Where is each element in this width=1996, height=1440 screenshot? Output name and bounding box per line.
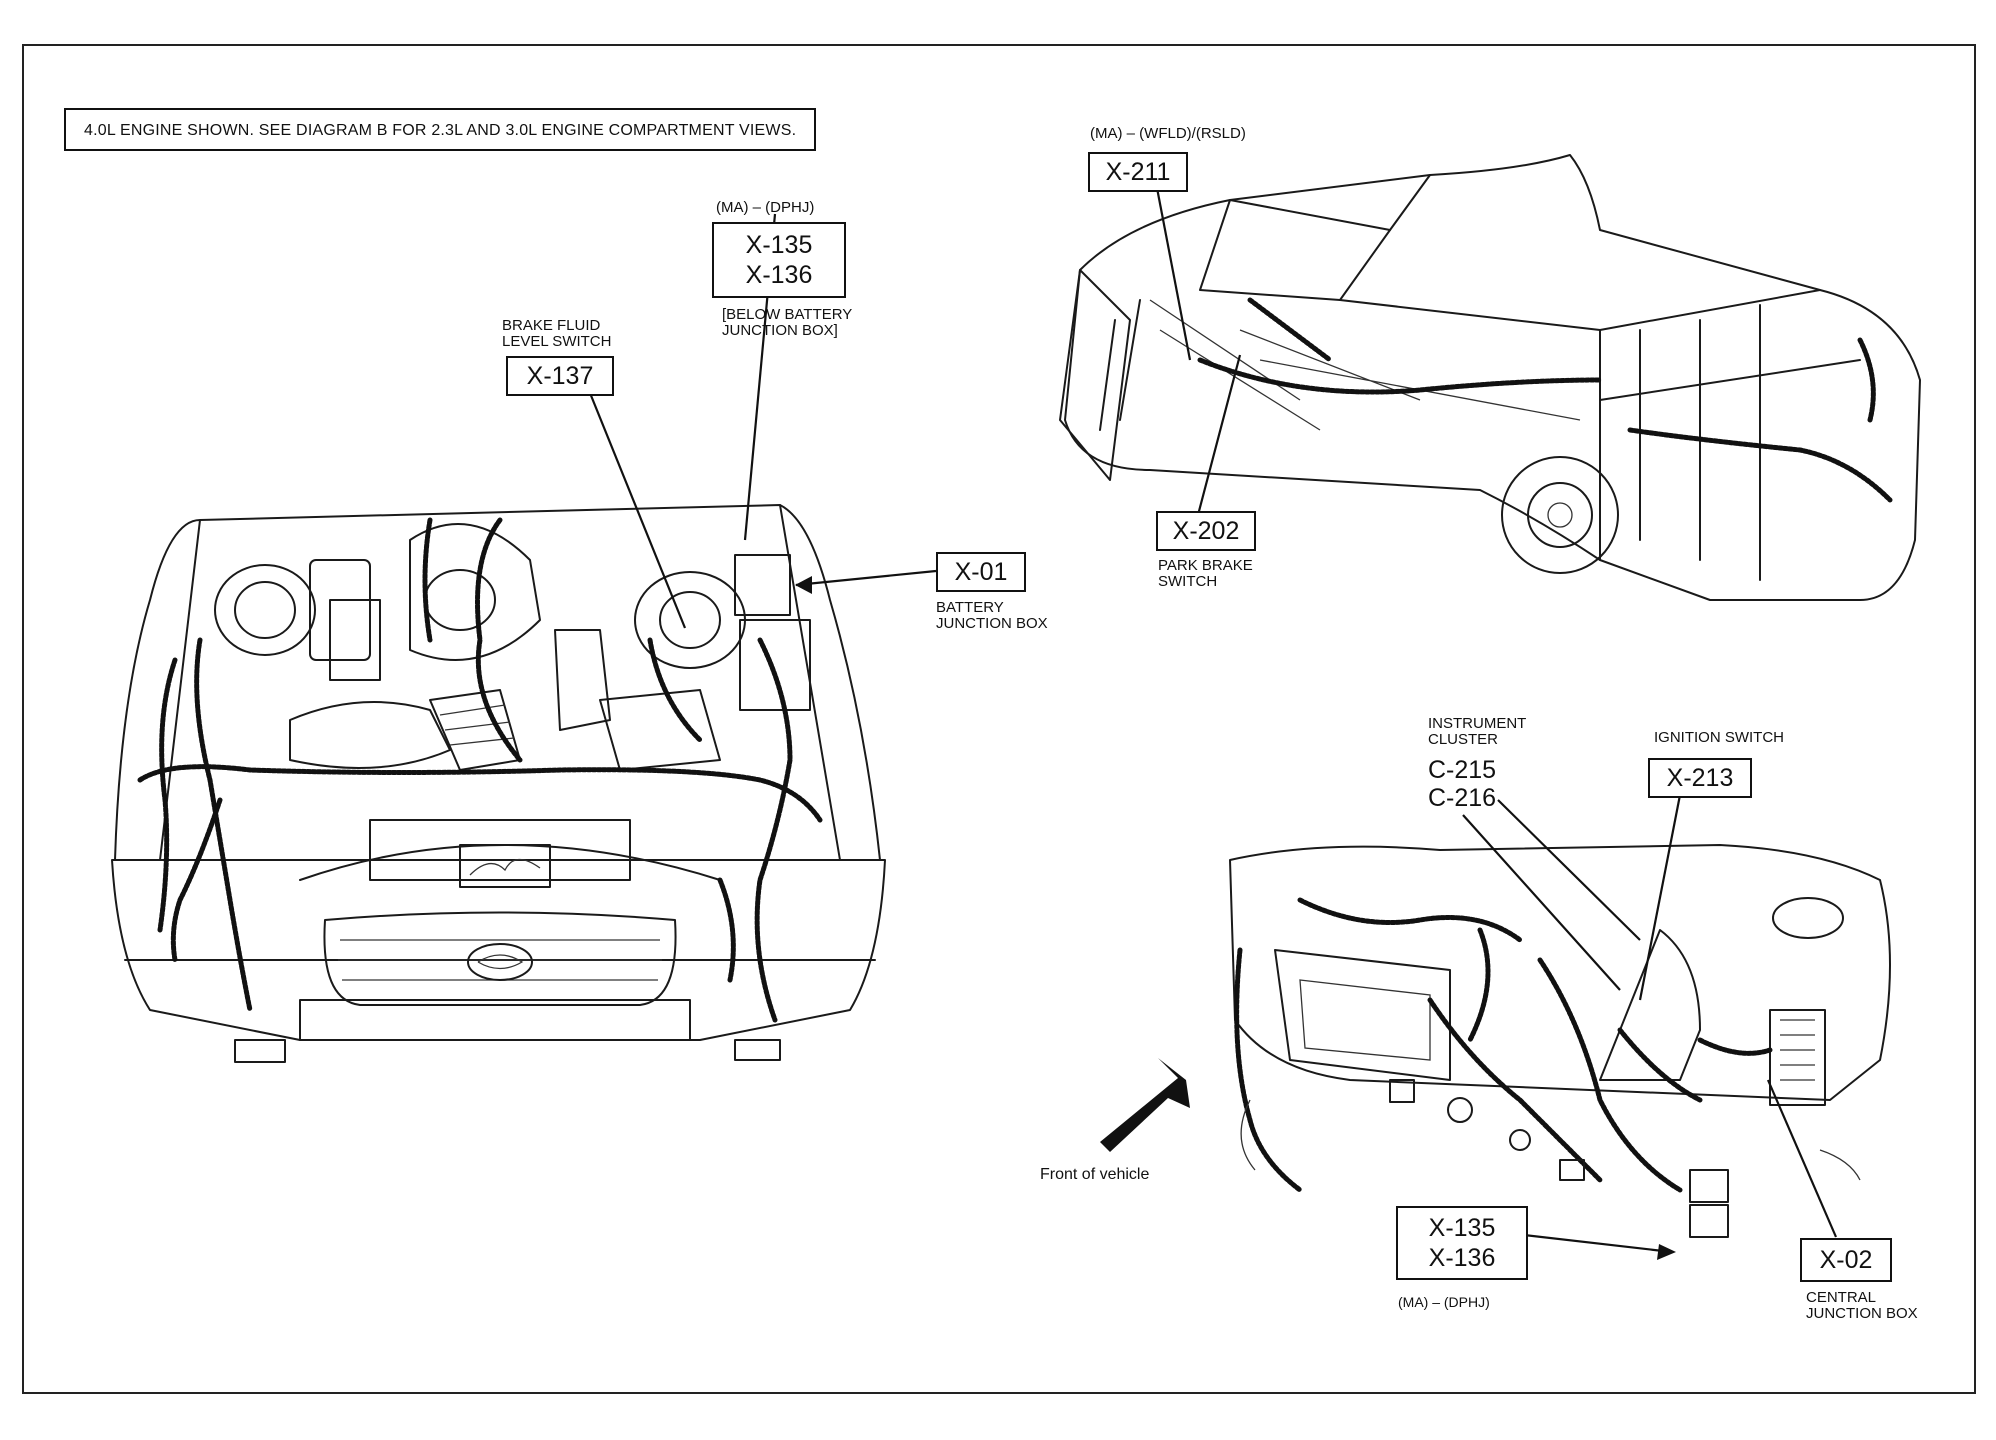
engine-note: 4.0L ENGINE SHOWN. SEE DIAGRAM B FOR 2.3…: [64, 108, 817, 152]
leader-c215: [1462, 814, 1621, 991]
x213-caption: IGNITION SWITCH: [1654, 729, 1784, 746]
arrowhead-x01: [795, 576, 812, 594]
leader-x202: [1196, 354, 1242, 516]
leader-x213: [1638, 794, 1682, 1001]
callout-x202: X-202: [1156, 511, 1256, 551]
dashboard-drawing: [1229, 844, 1891, 1238]
callout-line-x135: X-135: [745, 231, 813, 259]
leader-x135-dash: [1523, 1233, 1673, 1254]
x02-caption: CENTRAL JUNCTION BOX: [1806, 1289, 1918, 1323]
cluster-connector-c216: C-216: [1428, 784, 1497, 812]
leader-x211: [1155, 187, 1192, 361]
callout-line-x213: X-213: [1666, 764, 1734, 792]
callout-x213: X-213: [1648, 758, 1752, 798]
callout-x137: X-137: [506, 356, 614, 396]
callout-x02: X-02: [1800, 1238, 1892, 1282]
callout-line-x02: X-02: [1819, 1246, 1873, 1274]
callout-x01: X-01: [936, 552, 1026, 592]
callout-line-x01: X-01: [954, 558, 1008, 586]
arrowhead-x135-dash: [1657, 1244, 1676, 1260]
x202-caption: PARK BRAKE SWITCH: [1158, 557, 1253, 591]
callout-x135-x136-dash: X-135 X-136: [1396, 1206, 1528, 1280]
callout-line-x135-dash: X-135: [1428, 1214, 1496, 1242]
truck-drawing: [1059, 154, 1921, 601]
callout-x211: X-211: [1088, 152, 1188, 192]
engine-compartment-drawing: [111, 504, 886, 1063]
callout-line-x202: X-202: [1172, 517, 1240, 545]
x211-qualifier: (MA) – (WFLD)/(RSLD): [1090, 125, 1246, 142]
callout-line-x137: X-137: [526, 362, 594, 390]
leader-x01: [795, 569, 937, 587]
x135-dash-qualifier: (MA) – (DPHJ): [1398, 1294, 1490, 1310]
cluster-connector-c215: C-215: [1428, 756, 1497, 784]
x135-caption: [BELOW BATTERY JUNCTION BOX]: [722, 306, 853, 340]
callout-line-x136-dash: X-136: [1428, 1244, 1496, 1272]
front-of-vehicle-label: Front of vehicle: [1040, 1166, 1150, 1183]
x01-caption: BATTERY JUNCTION BOX: [936, 599, 1048, 633]
x137-caption: BRAKE FLUID LEVEL SWITCH: [502, 317, 612, 351]
callout-line-x211: X-211: [1105, 158, 1171, 186]
cluster-caption: INSTRUMENT CLUSTER: [1428, 715, 1527, 749]
x135-qualifier: (MA) – (DPHJ): [716, 199, 815, 216]
leader-c216: [1497, 799, 1641, 941]
leader-x02: [1766, 1079, 1838, 1238]
callout-line-x136: X-136: [745, 261, 813, 289]
leader-x137: [588, 392, 687, 629]
front-arrow: [1100, 1058, 1190, 1152]
callout-x135-x136: X-135 X-136: [712, 222, 846, 298]
page-border: [22, 44, 1976, 1394]
